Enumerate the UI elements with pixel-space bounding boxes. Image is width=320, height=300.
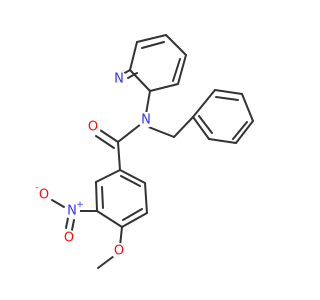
bond bbox=[149, 83, 179, 92]
bond bbox=[198, 115, 213, 134]
bond bbox=[129, 41, 138, 71]
bond bbox=[173, 116, 194, 138]
bond bbox=[96, 210, 123, 228]
atom-charge: + bbox=[76, 200, 84, 210]
bond bbox=[95, 169, 121, 183]
bond bbox=[232, 121, 248, 140]
bond bbox=[127, 72, 138, 79]
atom-symbol: O bbox=[88, 120, 98, 135]
bonds bbox=[51, 34, 254, 269]
bond bbox=[99, 129, 119, 143]
bond bbox=[214, 89, 243, 95]
atom-charge: - bbox=[35, 183, 38, 193]
bond bbox=[122, 208, 143, 221]
bond bbox=[145, 125, 175, 138]
bond bbox=[144, 182, 148, 214]
atom-background bbox=[61, 230, 77, 246]
bond bbox=[121, 212, 148, 228]
bond bbox=[172, 58, 181, 82]
bond bbox=[235, 120, 254, 144]
bond bbox=[192, 89, 216, 118]
molecule-structure: N N O N + O - O O bbox=[35, 34, 254, 269]
bond bbox=[145, 90, 151, 115]
atom-o-nitro-minus: O - bbox=[35, 183, 52, 203]
atom-n-pyridine: N bbox=[111, 71, 127, 87]
atom-symbol: O bbox=[39, 188, 49, 203]
atom-n-amide: N bbox=[138, 112, 154, 128]
bond bbox=[215, 96, 239, 101]
bond bbox=[129, 69, 151, 92]
bond bbox=[136, 34, 167, 43]
atom-background bbox=[111, 243, 127, 259]
atom-symbol: O bbox=[64, 231, 74, 246]
atom-symbol: N bbox=[114, 72, 124, 87]
bond bbox=[165, 34, 187, 56]
bond bbox=[95, 181, 98, 212]
atom-labels: N N O N + O - O O bbox=[35, 71, 154, 259]
bond bbox=[65, 217, 69, 229]
bond bbox=[119, 226, 123, 247]
bond bbox=[101, 186, 104, 209]
atom-o-methoxy: O bbox=[111, 243, 127, 259]
atom-o-nitro-double: O bbox=[61, 230, 77, 246]
atom-n-nitro: N + bbox=[64, 200, 84, 219]
bond bbox=[241, 93, 254, 122]
bond bbox=[51, 199, 65, 208]
bond bbox=[192, 116, 210, 140]
atom-symbol: O bbox=[114, 244, 124, 259]
bond bbox=[119, 169, 146, 184]
bond bbox=[117, 123, 142, 143]
bond bbox=[117, 141, 121, 171]
atom-background bbox=[138, 112, 154, 128]
atom-background bbox=[111, 71, 127, 87]
atom-background bbox=[64, 203, 80, 219]
bond bbox=[177, 54, 187, 85]
atom-symbol: N bbox=[141, 113, 151, 128]
bond bbox=[97, 255, 115, 269]
bond bbox=[71, 219, 75, 231]
atom-background bbox=[36, 187, 52, 203]
atom-symbol: N bbox=[67, 204, 77, 219]
bond bbox=[208, 138, 237, 144]
bond bbox=[141, 41, 165, 49]
bond bbox=[120, 175, 141, 187]
atom-background bbox=[85, 119, 101, 135]
bond bbox=[95, 135, 115, 149]
atom-o-carbonyl: O bbox=[85, 119, 101, 135]
